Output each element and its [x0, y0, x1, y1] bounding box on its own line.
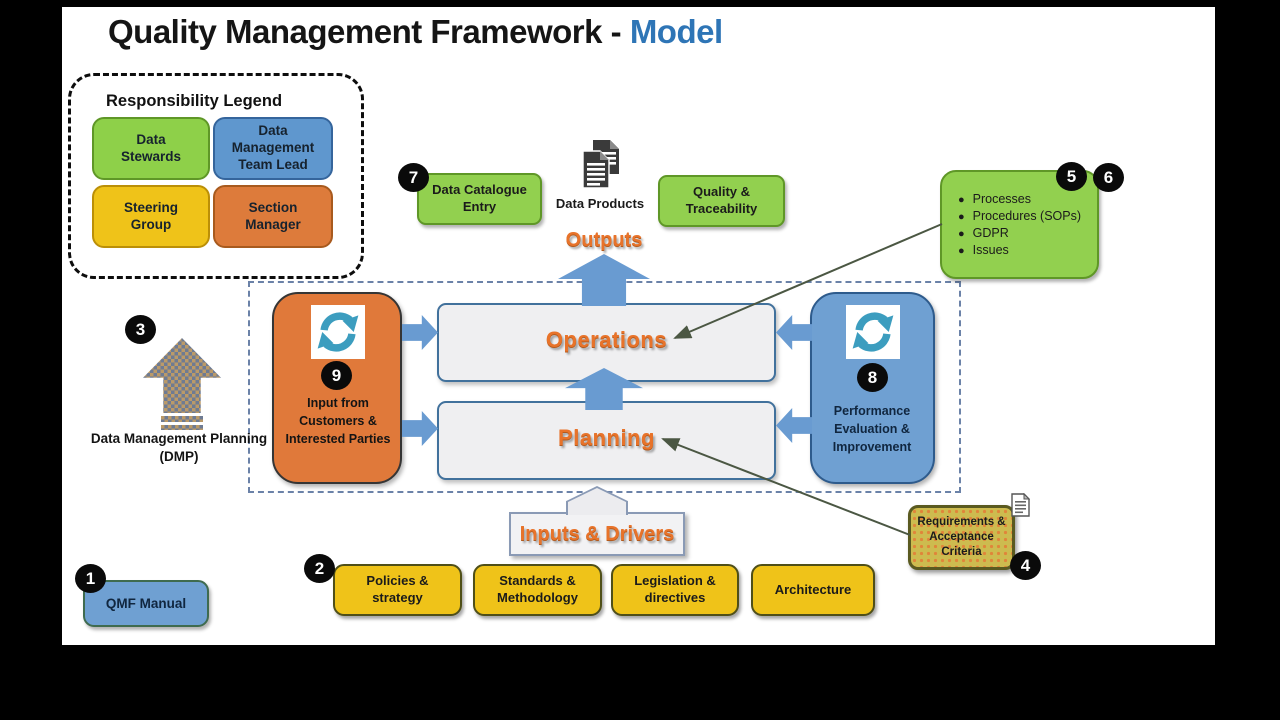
legend-item-dm-team-lead: Data Management Team Lead: [213, 117, 333, 180]
input-item-label: Standards & Methodology: [497, 573, 578, 605]
bullet-icon: ●: [958, 194, 965, 206]
bullet-label: Issues: [972, 243, 1009, 257]
sync-icon: [311, 305, 365, 359]
performance-label: Performance Evaluation & Improvement: [832, 404, 912, 455]
quality-traceability-label: Quality & Traceability: [685, 184, 758, 216]
step-marker-4: 4: [1010, 551, 1041, 580]
inputs-drivers-box: Inputs & Drivers: [509, 512, 685, 556]
legend-title: Responsibility Legend: [106, 92, 283, 110]
input-item-legislation: Legislation & directives: [611, 564, 739, 616]
legend-item-steering-group: Steering Group: [92, 185, 210, 248]
outputs-section-label: Outputs: [565, 229, 643, 251]
step-marker-5: 5: [1056, 162, 1087, 191]
step-marker-6: 6: [1093, 163, 1124, 192]
data-catalogue-entry-label: Data Catalogue Entry: [432, 182, 527, 214]
step-marker-3: 3: [125, 315, 156, 344]
qmf-manual-label: QMF Manual: [105, 595, 187, 611]
page-title-accent: Model: [629, 13, 723, 50]
bullet-icon: ●: [958, 211, 965, 223]
legend-label: Steering Group: [123, 199, 178, 232]
inputs-drivers-label: Inputs & Drivers: [519, 522, 675, 545]
planning-label: Planning: [558, 425, 655, 450]
input-item-label: Legislation & directives: [634, 573, 716, 605]
sync-icon: [846, 305, 900, 359]
requirements-label: Requirements & Acceptance Criteria: [917, 516, 1006, 558]
customer-input-label: Input from Customers & Interested Partie…: [285, 396, 391, 447]
quality-traceability-box: Quality & Traceability: [658, 175, 785, 227]
step-marker-8: 8: [857, 363, 888, 392]
input-item-standards: Standards & Methodology: [473, 564, 602, 616]
dmp-arrow-icon: [143, 338, 221, 413]
legend-label: Data Stewards: [120, 131, 182, 164]
document-icon: [1011, 492, 1031, 522]
dmp-arrow-stripe: [161, 425, 203, 430]
data-catalogue-entry-box: Data Catalogue Entry: [417, 173, 542, 225]
legend-item-data-stewards: Data Stewards: [92, 117, 210, 180]
input-item-label: Policies & strategy: [366, 573, 429, 605]
requirements-box: Requirements & Acceptance Criteria: [908, 505, 1015, 570]
input-item-label: Architecture: [774, 581, 852, 597]
note-bullet: ● GDPR: [958, 226, 1081, 240]
input-item-architecture: Architecture: [751, 564, 875, 616]
qmf-manual-box: QMF Manual: [83, 580, 209, 627]
bullet-icon: ●: [958, 228, 965, 240]
note-bullet: ● Processes: [958, 192, 1081, 206]
page-title: Quality Management Framework - Model: [108, 13, 723, 51]
operations-label: Operations: [545, 327, 668, 352]
step-marker-2: 2: [304, 554, 335, 583]
input-item-policies: Policies & strategy: [333, 564, 462, 616]
legend-item-section-manager: Section Manager: [213, 185, 333, 248]
bullet-label: GDPR: [972, 226, 1009, 240]
step-marker-1: 1: [75, 564, 106, 593]
note-bullet: ● Procedures (SOPs): [958, 209, 1081, 223]
legend-label: Section Manager: [245, 199, 301, 232]
note-bullet: ● Issues: [958, 243, 1081, 257]
step-marker-7: 7: [398, 163, 429, 192]
planning-box: Planning: [437, 401, 776, 480]
bullet-label: Procedures (SOPs): [972, 209, 1082, 223]
responsibility-legend: [68, 73, 364, 279]
bullet-label: Processes: [972, 192, 1032, 206]
slide-canvas: Quality Management Framework - Model Res…: [62, 7, 1215, 645]
page-title-main: Quality Management Framework -: [108, 13, 630, 50]
step-marker-9: 9: [321, 361, 352, 390]
bullet-icon: ●: [958, 245, 965, 257]
data-products-icon: [578, 139, 623, 191]
dmp-label: Data Management Planning (DMP): [90, 431, 268, 464]
data-products-label: Data Products: [555, 196, 645, 211]
legend-label: Data Management Team Lead: [231, 123, 315, 172]
dmp-arrow-stripe: [161, 416, 203, 422]
